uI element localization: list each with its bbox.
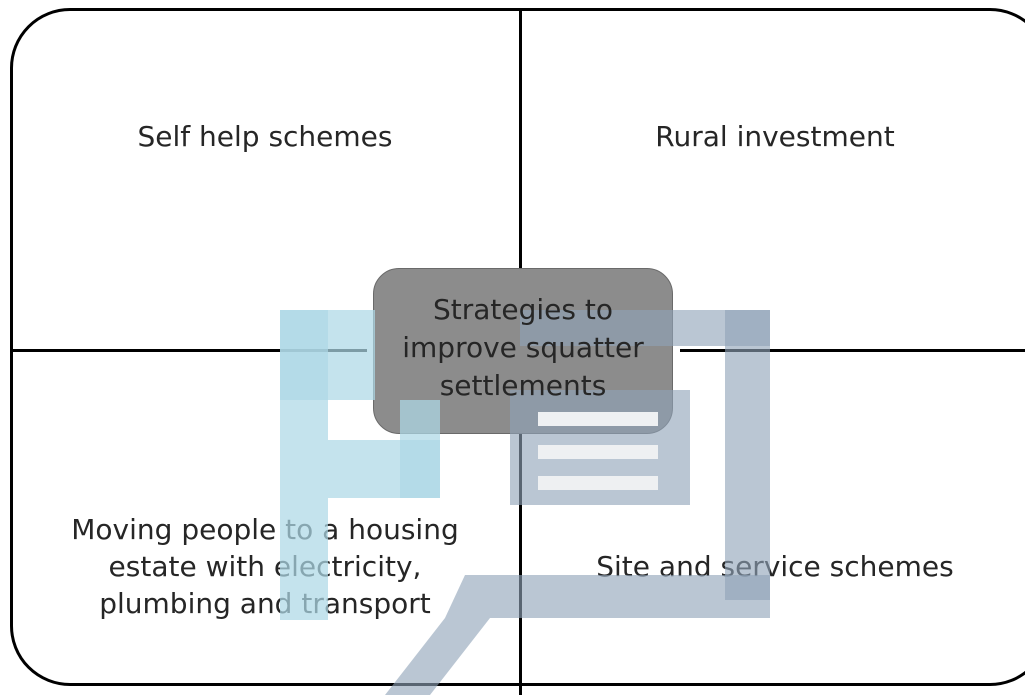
- quadrant-top-left-label: Self help schemes: [137, 120, 393, 153]
- center-label: Strategies to improve squatter settlemen…: [402, 293, 644, 402]
- quadrant-bottom-left-label: Moving people to a housing estate with e…: [71, 513, 459, 620]
- horizontal-divider-left: [12, 349, 367, 352]
- horizontal-divider-right: [680, 349, 1025, 352]
- quadrant-bottom-right-label: Site and service schemes: [596, 550, 954, 583]
- diagram-frame: [10, 8, 1025, 686]
- quadrant-top-right-label: Rural investment: [655, 120, 895, 153]
